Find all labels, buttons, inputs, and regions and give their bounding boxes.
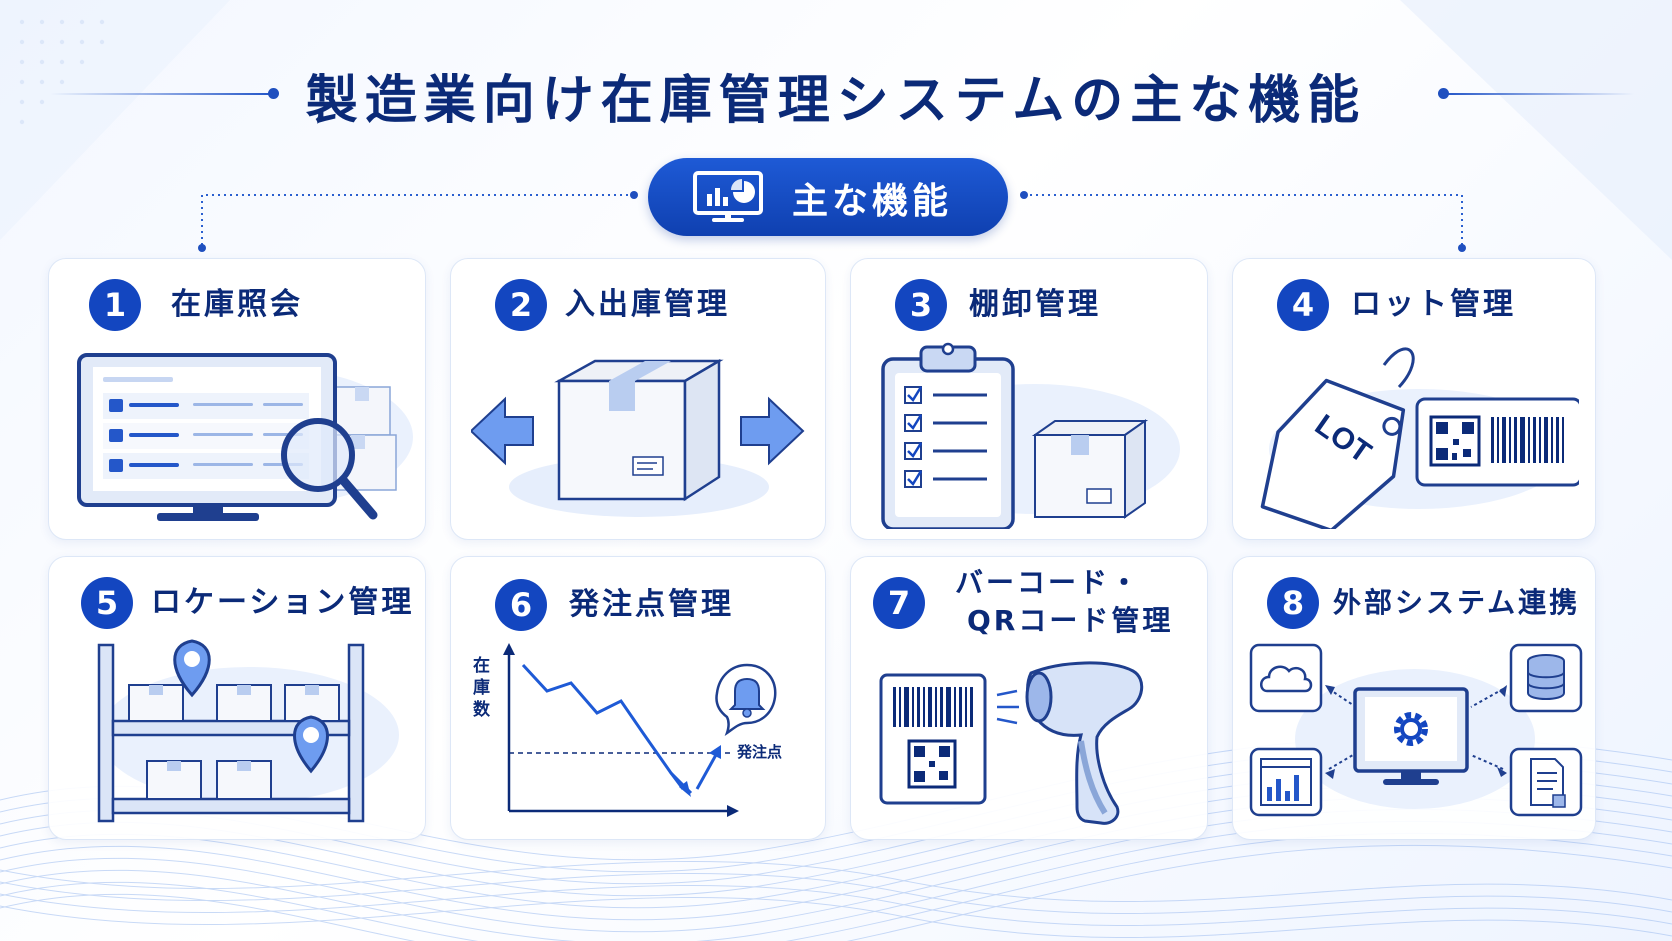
shelf-location-illustration bbox=[97, 639, 399, 823]
connector-left bbox=[201, 194, 634, 248]
feature-card-inventory-inquiry: 1 在庫照会 bbox=[48, 258, 426, 540]
dashboard-chart-icon bbox=[1249, 747, 1323, 817]
feature-card-location-management: 5 ロケーション管理 bbox=[48, 556, 426, 840]
clipboard-icon bbox=[881, 342, 1015, 529]
feature-title: 棚卸管理 bbox=[969, 287, 1101, 322]
feature-card-barcode-qr: 7 バーコード・ QRコード管理 bbox=[850, 556, 1208, 840]
feature-number: 4 bbox=[1277, 279, 1329, 331]
cardboard-box-icon bbox=[1031, 419, 1149, 519]
feature-card-receiving-shipping: 2 入出庫管理 bbox=[450, 258, 826, 540]
clipboard-illustration bbox=[881, 342, 1180, 529]
y-axis-label-char: 庫 bbox=[473, 677, 490, 698]
feature-number: 8 bbox=[1267, 577, 1319, 629]
feature-number: 5 bbox=[81, 577, 133, 629]
feature-number: 1 bbox=[89, 279, 141, 331]
bell-icon bbox=[715, 663, 777, 737]
threshold-label: 発注点 bbox=[736, 743, 782, 761]
feature-card-lot-management: 4 ロット管理 LOT bbox=[1232, 258, 1596, 540]
feature-title-line-2: QRコード管理 bbox=[967, 604, 1174, 637]
barcode-label-icon bbox=[1415, 397, 1579, 487]
feature-title: ロット管理 bbox=[1351, 287, 1516, 322]
page-title: 製造業向け在庫管理システムの主な機能 bbox=[305, 70, 1367, 131]
system-integration-illustration bbox=[1249, 643, 1583, 817]
location-pin-icon bbox=[293, 715, 329, 774]
feature-number: 7 bbox=[873, 577, 925, 629]
barcode-scanner-icon bbox=[1025, 661, 1144, 825]
monitor-chart-icon bbox=[693, 171, 763, 222]
database-icon bbox=[1509, 643, 1583, 713]
lot-tag-illustration: LOT bbox=[1260, 347, 1579, 529]
reorder-point-chart: 在 庫 数 発注点 bbox=[473, 643, 782, 817]
magnifier-icon bbox=[281, 418, 378, 520]
title-dot-right bbox=[1438, 88, 1449, 99]
y-axis-label-char: 在 bbox=[473, 655, 490, 676]
reorder-arrow bbox=[695, 752, 719, 790]
feature-title: 在庫照会 bbox=[171, 287, 303, 322]
title-line-right bbox=[1444, 93, 1634, 95]
section-label-pill: 主な機能 bbox=[648, 158, 1008, 236]
computer-monitor-icon bbox=[77, 353, 337, 521]
feature-title: ロケーション管理 bbox=[151, 585, 415, 620]
feature-number: 3 bbox=[895, 279, 947, 331]
arrow-right-icon bbox=[740, 396, 805, 466]
y-axis-label-char: 数 bbox=[473, 699, 491, 720]
cloud-icon bbox=[1249, 643, 1323, 713]
arrow-left-icon bbox=[471, 396, 534, 466]
barcode-qr-label-icon bbox=[879, 673, 987, 805]
cardboard-box-icon bbox=[554, 358, 724, 502]
feature-number: 2 bbox=[495, 279, 547, 331]
section-label: 主な機能 bbox=[792, 181, 953, 222]
lot-tag-icon bbox=[1260, 378, 1406, 529]
connector-right bbox=[1024, 194, 1463, 248]
stock-line bbox=[521, 663, 693, 795]
scan-lines bbox=[996, 689, 1019, 725]
title-line-left bbox=[50, 93, 272, 95]
connection-arrows bbox=[1328, 688, 1504, 770]
central-monitor-gear-icon bbox=[1353, 687, 1469, 785]
feature-card-reorder-point: 6 発注点管理 在 庫 数 発注点 bbox=[450, 556, 826, 840]
location-pin-icon bbox=[173, 639, 211, 698]
monitor-search-illustration bbox=[77, 353, 413, 521]
feature-number: 6 bbox=[495, 579, 547, 631]
feature-title-line-1: バーコード・ bbox=[955, 566, 1142, 599]
box-arrows-illustration bbox=[471, 358, 805, 517]
shelf-icon bbox=[97, 643, 365, 823]
feature-card-external-integration: 8 外部システム連携 bbox=[1232, 556, 1596, 840]
feature-title: 外部システム連携 bbox=[1333, 586, 1581, 619]
feature-title: 発注点管理 bbox=[569, 587, 734, 622]
document-icon bbox=[1509, 747, 1583, 817]
title-dot-left bbox=[268, 88, 279, 99]
barcode-scanner-illustration bbox=[879, 661, 1144, 825]
feature-title: 入出庫管理 bbox=[565, 287, 730, 322]
feature-card-stocktaking: 3 棚卸管理 bbox=[850, 258, 1208, 540]
